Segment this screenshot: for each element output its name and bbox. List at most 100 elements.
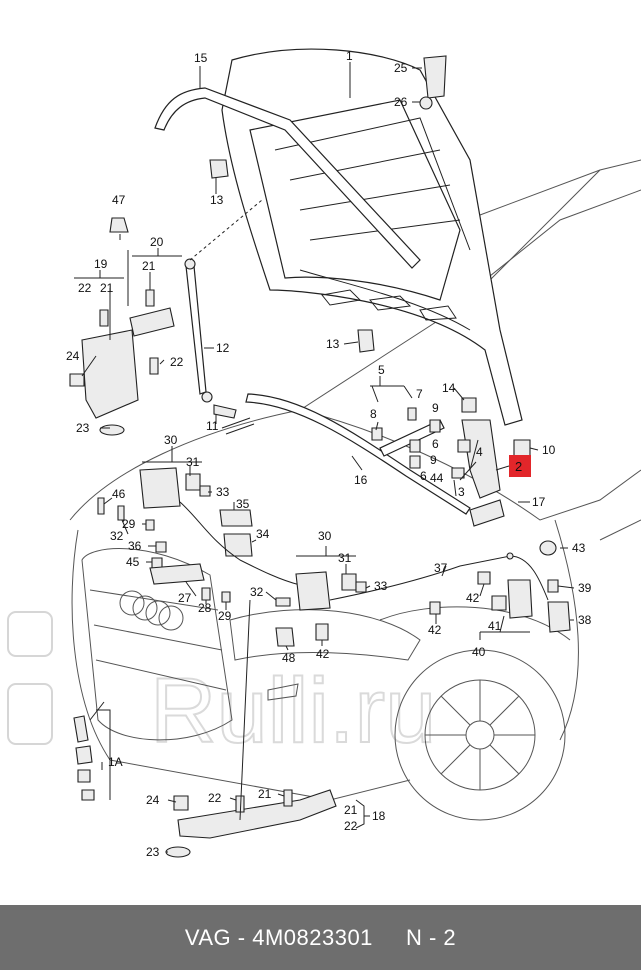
- callout-16: 16: [354, 473, 368, 487]
- bump-stop-13-lower: [357, 329, 375, 353]
- callout-1: 1: [346, 49, 353, 63]
- callout-2: 2: [515, 459, 522, 474]
- callout-48: 48: [282, 651, 296, 665]
- screw-32-right: [275, 597, 291, 607]
- callout-32-left: 32: [110, 529, 124, 543]
- screw-21-lower: [283, 789, 293, 807]
- clip-47: [109, 217, 129, 233]
- callout-6-a: 6: [432, 437, 439, 451]
- pin-11: [213, 404, 237, 419]
- callout-40: 40: [472, 645, 486, 659]
- callout-27: 27: [178, 591, 192, 605]
- callout-8: 8: [370, 407, 377, 421]
- watermark: Rulli.ru: [7, 611, 437, 763]
- callout-30-right: 30: [318, 529, 332, 543]
- hood-panel: [221, 48, 523, 426]
- fastener-1a-1: [73, 715, 89, 743]
- screw-46: [97, 497, 105, 515]
- clip-29-left: [145, 519, 155, 531]
- clip-42-lower: [315, 623, 329, 641]
- callout-33-left: 33: [216, 485, 230, 499]
- clip-29-lower: [221, 591, 231, 603]
- callout-23-lower: 23: [146, 845, 160, 859]
- clip-42-upper: [477, 571, 491, 585]
- watermark-oil-can-icon: [7, 611, 53, 657]
- callout-3: 3: [458, 485, 465, 499]
- screw-32-left: [117, 505, 125, 521]
- callout-17: 17: [532, 495, 546, 509]
- release-cable-16: [245, 393, 471, 515]
- callout-6-b: 6: [420, 469, 427, 483]
- screw-28: [201, 587, 211, 601]
- callout-47: 47: [112, 193, 126, 207]
- clip-24-upper: [69, 373, 85, 387]
- callout-29-left: 29: [122, 517, 136, 531]
- screw-22-left: [149, 357, 159, 375]
- footer-bar: VAG - 4M0823301 N - 2: [0, 905, 641, 970]
- callout-21-lower: 21: [258, 787, 272, 801]
- gas-strut-12: [185, 265, 207, 395]
- clip-45: [151, 557, 163, 569]
- washer-8: [371, 427, 383, 441]
- connector-33-left: [199, 485, 211, 497]
- callout-46: 46: [112, 487, 126, 501]
- car-body-outline: [69, 159, 641, 821]
- bracket-19: [81, 329, 139, 419]
- callout-22-right-lower: 22: [344, 819, 358, 833]
- clip-26: [419, 96, 433, 110]
- clip-41: [491, 595, 507, 611]
- callout-10: 10: [542, 443, 556, 457]
- underbody-panel-18: [177, 789, 337, 839]
- hood-latch-30-right: [295, 571, 331, 611]
- callout-20: 20: [150, 235, 164, 249]
- hood-seal-15: [154, 87, 421, 269]
- bracket-38: [547, 601, 571, 633]
- bolt-44: [451, 467, 465, 479]
- callout-42-lower: 42: [316, 647, 330, 661]
- leader-lines: [74, 62, 575, 853]
- callout-21-left: 21: [100, 281, 114, 295]
- connector-33-right: [355, 581, 367, 593]
- handle-40: [507, 579, 533, 619]
- callout-5: 5: [378, 363, 385, 377]
- callout-25: 25: [394, 61, 408, 75]
- bolt-7: [407, 407, 417, 421]
- callout-23-upper: 23: [76, 421, 90, 435]
- callout-11: 11: [206, 419, 219, 433]
- nut-9-lower: [409, 455, 421, 469]
- watermark-bottle-icon: [7, 683, 53, 745]
- clip-24-lower: [173, 795, 189, 811]
- callout-44: 44: [430, 471, 444, 485]
- callout-41: 41: [488, 619, 502, 633]
- clip-36: [155, 541, 167, 553]
- exploded-parts-diagram: Rulli.ru: [7, 48, 641, 859]
- callout-35: 35: [236, 497, 250, 511]
- callout-33-right: 33: [374, 579, 388, 593]
- callout-15: 15: [194, 51, 208, 65]
- fastener-1a-2: [75, 745, 93, 765]
- callout-31-left: 31: [186, 455, 200, 469]
- callout-24-lower: 24: [146, 793, 160, 807]
- bracket-20: [129, 307, 175, 337]
- callout-39: 39: [578, 581, 592, 595]
- callout-31-right: 31: [338, 551, 352, 565]
- callout-4: 4: [476, 445, 483, 459]
- callout-22-upper: 22: [78, 281, 92, 295]
- washer-23-lower: [165, 846, 191, 858]
- bolt-4: [457, 439, 471, 453]
- fastener-1a-4: [81, 789, 95, 801]
- bracket-27: [149, 563, 205, 585]
- callout-18: 18: [372, 809, 386, 823]
- callout-29-lower: 29: [218, 609, 232, 623]
- nut-9-upper: [429, 419, 441, 433]
- clip-39: [547, 579, 559, 593]
- cap-43: [539, 540, 557, 556]
- callout-28: 28: [198, 601, 212, 615]
- callout-26: 26: [394, 95, 408, 109]
- screw-21-upper: [145, 289, 155, 307]
- callout-45: 45: [126, 555, 140, 569]
- plate-35: [219, 509, 253, 527]
- callout-9-upper: 9: [432, 401, 439, 415]
- callout-14: 14: [442, 381, 456, 395]
